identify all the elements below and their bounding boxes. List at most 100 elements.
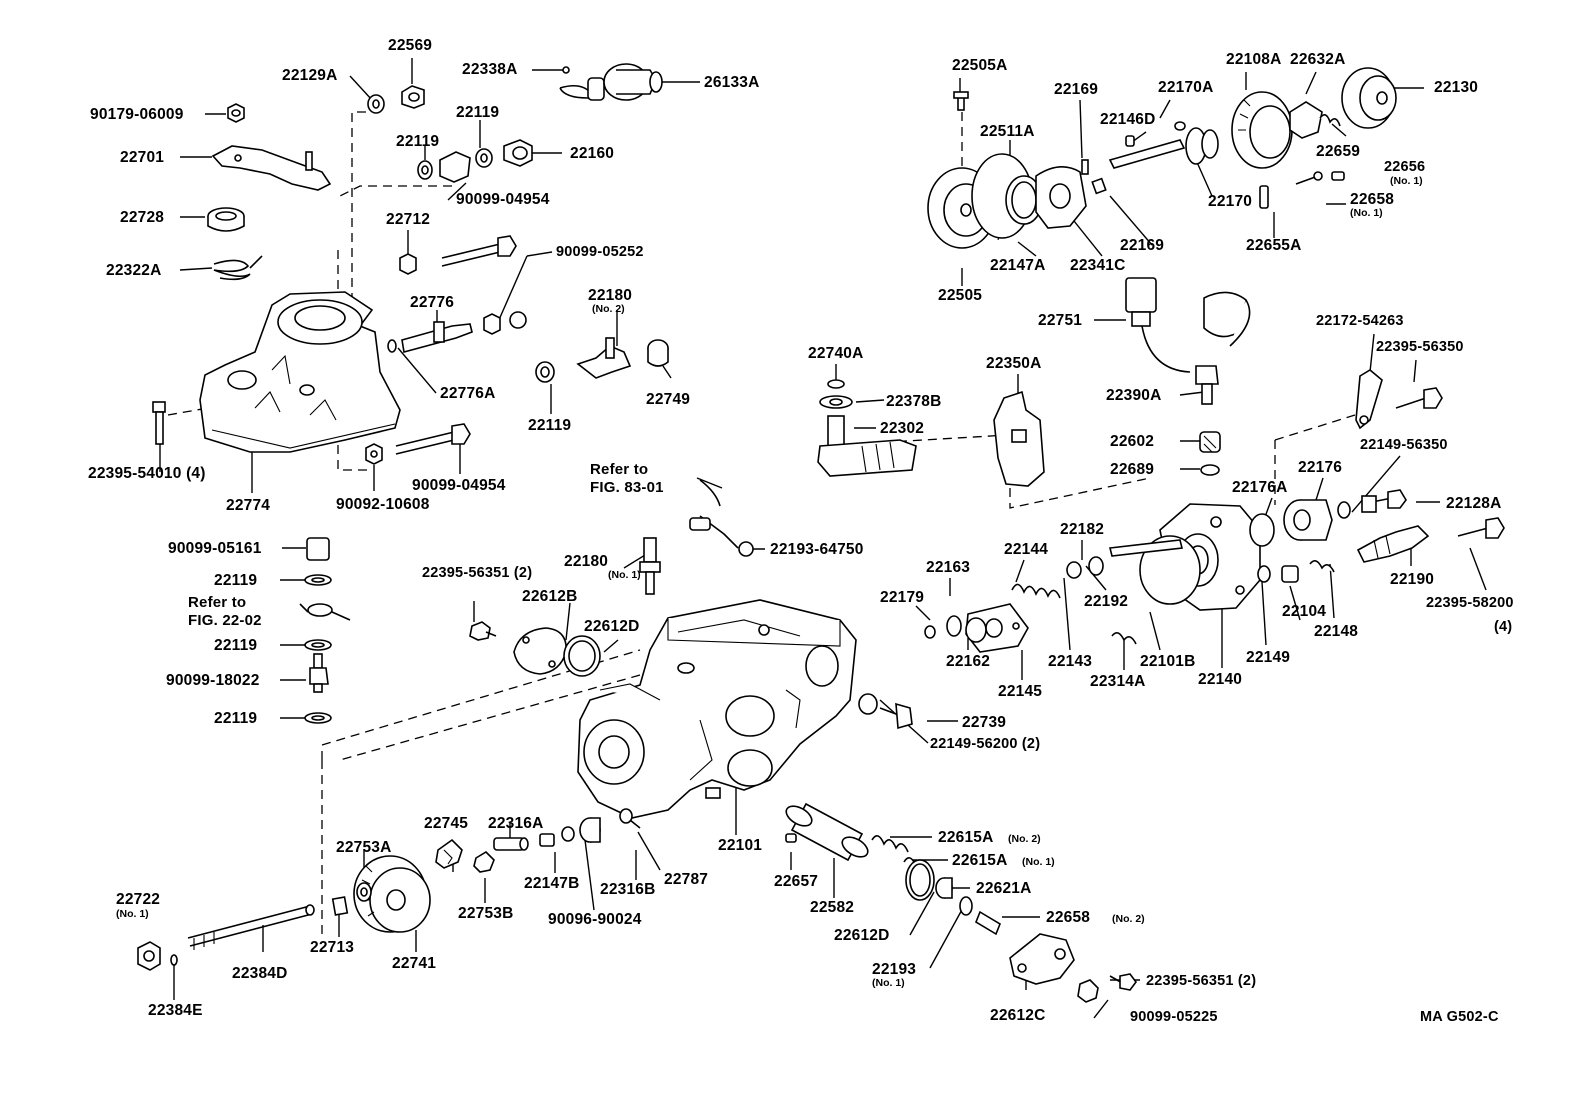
- washer-22119-top: [417, 160, 433, 180]
- pin-22658-no1: [1295, 171, 1323, 185]
- label-22314A: 22314A: [1090, 673, 1146, 690]
- shim-22163: [946, 615, 962, 637]
- label-22511A: 22511A: [980, 123, 1035, 140]
- label-22149-56200: 22149-56200 (2): [930, 736, 1041, 752]
- label-22129A: 22129A: [282, 67, 338, 84]
- leader-lines: [159, 58, 1487, 1019]
- label-22655A: 22655A: [1246, 237, 1302, 254]
- washer-22378B: [819, 395, 853, 409]
- label-22395-58200-sub: (4): [1494, 619, 1513, 635]
- oring-22101B: [1139, 535, 1201, 605]
- label-22341C: 22341C: [1070, 257, 1126, 274]
- label-22569: 22569: [388, 37, 433, 54]
- gear-22741: [353, 855, 431, 933]
- gear-22108A: [1231, 91, 1293, 169]
- label-22316A: 22316A: [488, 815, 544, 832]
- label-22180-no1: 22180: [564, 553, 609, 570]
- pin-22656: [1331, 171, 1345, 181]
- filter-22602: [1199, 431, 1221, 453]
- washer-22182: [1088, 556, 1104, 576]
- label-22632A: 22632A: [1290, 51, 1346, 68]
- key-22657: [785, 833, 797, 843]
- valve-22302: [817, 415, 917, 477]
- label-22656-sub: (No. 1): [1390, 175, 1423, 187]
- spring-22144: [1011, 583, 1061, 599]
- label-22582: 22582: [810, 899, 855, 916]
- washer-22129A: [367, 94, 385, 114]
- washer-22149: [1257, 565, 1271, 583]
- oring-22612D-top: [563, 635, 601, 677]
- label-26133A: 26133A: [704, 74, 760, 91]
- pin-22338A: [562, 66, 570, 74]
- label-22130: 22130: [1434, 79, 1479, 96]
- vane-22169-b: [1091, 177, 1107, 195]
- bolt-22395-54010: [152, 401, 166, 445]
- label-22656: 22656: [1384, 159, 1426, 175]
- label-22162: 22162: [946, 653, 991, 670]
- label-22712: 22712: [386, 211, 431, 228]
- nut-and-sleeve: [483, 311, 527, 335]
- spring-22143: [1066, 561, 1082, 579]
- label-22119-b: 22119: [396, 133, 440, 150]
- label-22658-no1: 22658: [1350, 191, 1395, 208]
- label-22119-a: 22119: [456, 104, 500, 121]
- nut-22722: [137, 941, 161, 971]
- label-22169-b: 22169: [1120, 237, 1165, 254]
- bracket-22745: [435, 838, 463, 869]
- gasket-22147A: [1005, 175, 1043, 225]
- plug-22621A: [935, 877, 953, 899]
- bolt-90099-18022: [309, 653, 329, 693]
- washer-22119-b: [475, 148, 493, 168]
- label-22350A: 22350A: [986, 355, 1042, 372]
- valve-22190: [1356, 525, 1430, 563]
- label-22180-no1-sub: (No. 1): [608, 569, 641, 581]
- label-22163: 22163: [926, 559, 971, 576]
- label-22722: 22722: [116, 891, 161, 908]
- label-22378B: 22378B: [886, 393, 942, 410]
- label-22180-no2-sub: (No. 2): [592, 303, 625, 315]
- label-22658-no2-sub: (No. 2): [1112, 913, 1145, 925]
- label-22193-no1: 22193: [872, 961, 917, 978]
- cover-22612B: [513, 627, 567, 675]
- label-22395-58200: 22395-58200: [1426, 595, 1514, 611]
- label-22776A: 22776A: [440, 385, 496, 402]
- label-22338A: 22338A: [462, 61, 518, 78]
- label-22119-c: 22119: [528, 417, 572, 434]
- label-22390A: 22390A: [1106, 387, 1162, 404]
- label-22658-no2: 22658: [1046, 909, 1091, 926]
- label-90096-90024: 90096-90024: [548, 911, 642, 928]
- label-22322A: 22322A: [106, 262, 162, 279]
- label-22108A: 22108A: [1226, 51, 1282, 68]
- screw-22739: [858, 693, 913, 730]
- label-22740A: 22740A: [808, 345, 864, 362]
- spring-22659: [1319, 114, 1341, 127]
- nut-90099-05225: [1077, 979, 1099, 1003]
- label-22145: 22145: [998, 683, 1043, 700]
- label-22659: 22659: [1316, 143, 1361, 160]
- fitting-22569: [401, 85, 425, 109]
- label-22179: 22179: [880, 589, 925, 606]
- plug-22147B: [539, 833, 555, 847]
- label-22101B: 22101B: [1140, 653, 1196, 670]
- label-90179-06009: 90179-06009: [90, 106, 184, 123]
- rotor-22341C: [1035, 166, 1087, 229]
- label-22612C: 22612C: [990, 1007, 1046, 1024]
- sensor-22390A: [1195, 365, 1219, 405]
- label-22176: 22176: [1298, 459, 1343, 476]
- label-22172-54263: 22172-54263: [1316, 313, 1404, 329]
- screw-22787: [619, 808, 641, 829]
- label-22101: 22101: [718, 837, 763, 854]
- label-22176A: 22176A: [1232, 479, 1288, 496]
- bolt-22395-56351-a: [469, 621, 497, 641]
- vane-22169-a: [1081, 159, 1089, 175]
- label-22180-no2: 22180: [588, 287, 633, 304]
- label-22182: 22182: [1060, 521, 1105, 538]
- washer-22753A: [356, 882, 372, 902]
- label-22505: 22505: [938, 287, 983, 304]
- spring-22148: [1309, 560, 1335, 573]
- label-22119-e: 22119: [214, 637, 258, 654]
- label-22395-56351-b: 22395-56351 (2): [1146, 973, 1257, 989]
- key-22713: [331, 896, 349, 916]
- label-22602: 22602: [1110, 433, 1155, 450]
- label-22395-56351-a: 22395-56351 (2): [422, 565, 533, 581]
